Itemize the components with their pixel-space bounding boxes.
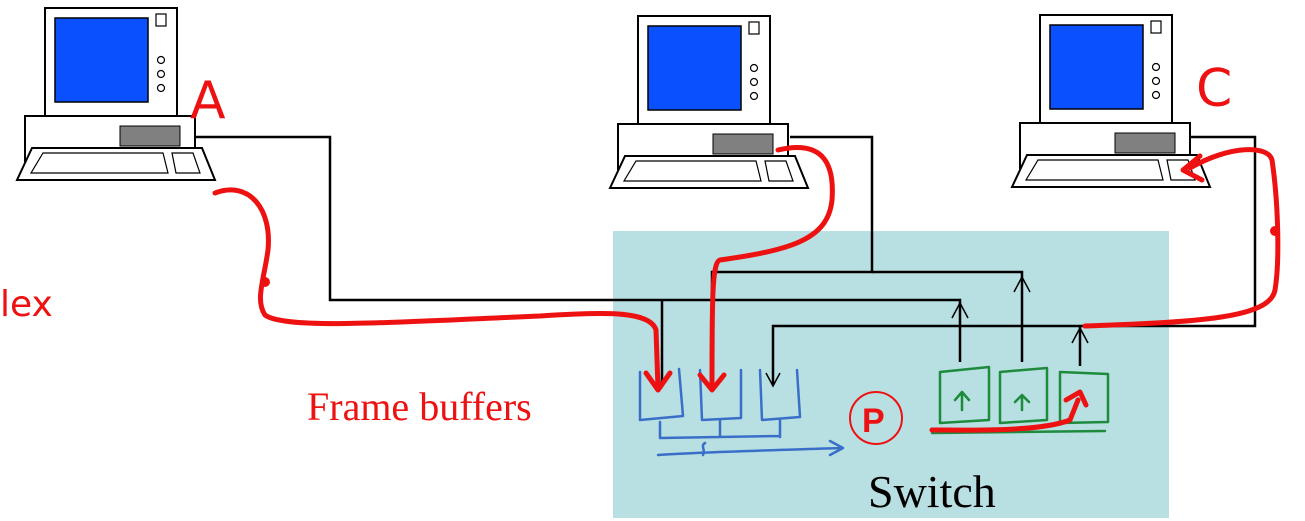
host-c-computer-icon[interactable] xyxy=(1011,14,1211,188)
host-a-label: A xyxy=(190,71,226,131)
host-a-computer-icon[interactable] xyxy=(16,7,216,181)
processor-circle: P xyxy=(849,391,903,445)
switch-box xyxy=(613,231,1169,518)
host-b-computer-icon[interactable] xyxy=(609,15,809,189)
output-buffers xyxy=(930,365,1110,435)
partial-word-label: lex xyxy=(0,284,53,325)
red-frame-path xyxy=(212,144,1281,433)
host-c-label: C xyxy=(1196,59,1232,119)
link-c xyxy=(765,135,1257,388)
switch-label: Switch xyxy=(868,466,996,517)
processor-label: P xyxy=(862,402,885,440)
input-frame-buffers xyxy=(638,367,845,457)
frame-buffers-label: Frame buffers xyxy=(307,384,532,429)
